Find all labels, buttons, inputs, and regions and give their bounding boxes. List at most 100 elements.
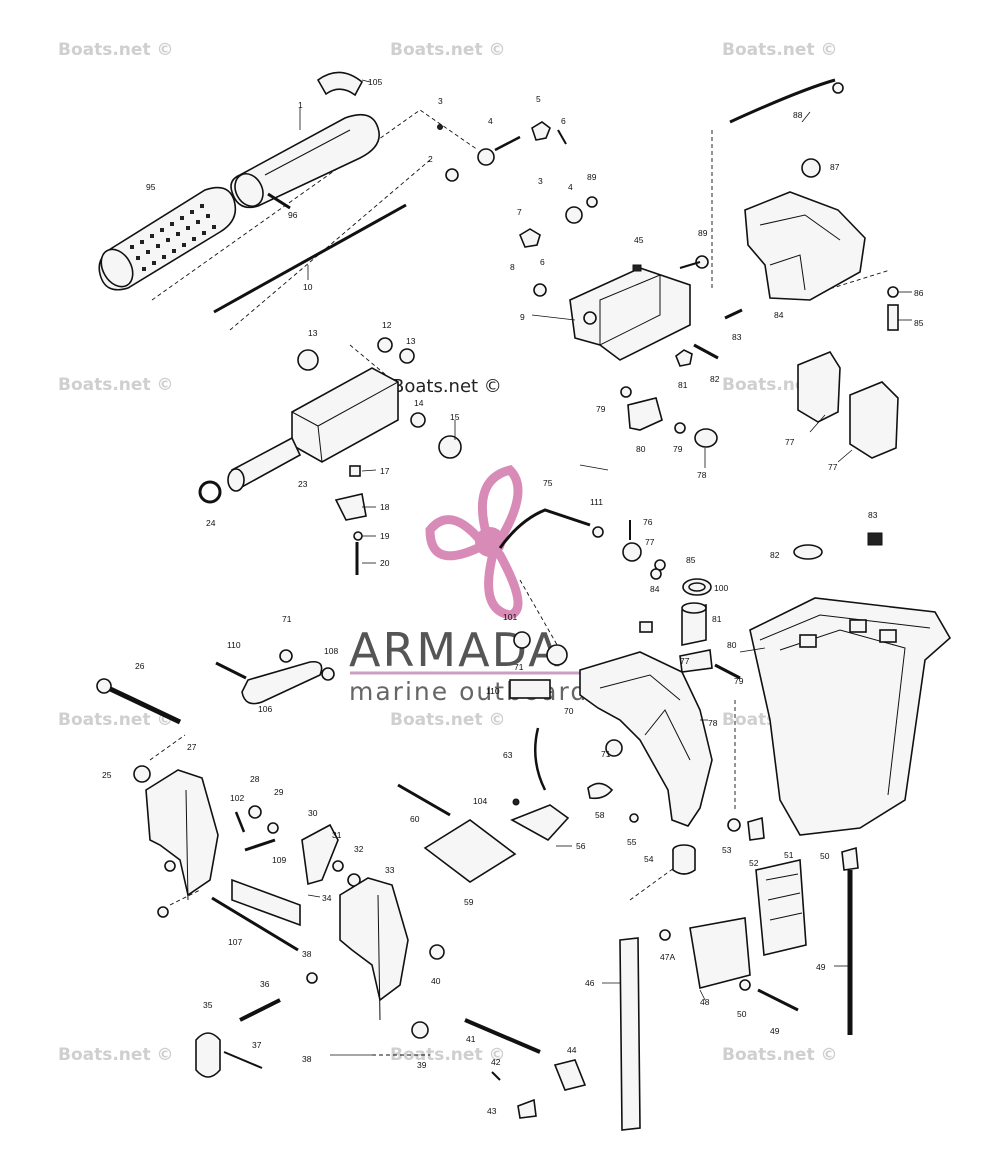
part-label: 4 bbox=[568, 182, 573, 192]
part-label: 109 bbox=[272, 855, 286, 865]
part-label: 106 bbox=[258, 704, 272, 714]
part-label: 78 bbox=[697, 470, 707, 480]
clamp-46 bbox=[689, 917, 751, 989]
part-label: 79 bbox=[673, 444, 683, 454]
part-label: 45 bbox=[634, 235, 644, 245]
part-label: 107 bbox=[228, 937, 242, 947]
part-label: 84 bbox=[774, 310, 784, 320]
leader-lines bbox=[299, 79, 912, 1056]
mount-50 bbox=[755, 859, 807, 956]
part-label: 75 bbox=[543, 478, 553, 488]
propeller-blade-icon bbox=[477, 465, 523, 545]
part-label: 13 bbox=[406, 336, 416, 346]
part-label: 31 bbox=[332, 830, 342, 840]
part-label: 96 bbox=[288, 210, 298, 220]
part-label: 70 bbox=[564, 706, 574, 716]
watermark-text: Boats.net © bbox=[390, 1045, 506, 1065]
part-label: 54 bbox=[644, 854, 654, 864]
part-label: 60 bbox=[410, 814, 420, 824]
watermark-text: Boats.net © bbox=[58, 40, 174, 60]
part-label: 25 bbox=[102, 770, 112, 780]
part-label: 23 bbox=[298, 479, 308, 489]
part-label: 18 bbox=[380, 502, 390, 512]
propeller-hub-icon bbox=[475, 527, 505, 557]
stern-bracket-75 bbox=[579, 651, 713, 827]
shift-rod-69 bbox=[498, 508, 591, 549]
swivel-bracket-group bbox=[518, 196, 719, 448]
part-label: 38 bbox=[302, 949, 312, 959]
part-label: 27 bbox=[187, 742, 197, 752]
part-label: 41 bbox=[466, 1034, 476, 1044]
part-label: 37 bbox=[252, 1040, 262, 1050]
part-label: 110 bbox=[486, 686, 500, 696]
part-label: 3 bbox=[538, 176, 543, 186]
brand-name: ARMADA bbox=[349, 623, 562, 677]
part-label: 19 bbox=[380, 531, 390, 541]
part-label: 87 bbox=[830, 162, 840, 172]
watermark-text-dark: Boats.net © bbox=[392, 376, 502, 397]
part-label: 77 bbox=[828, 462, 838, 472]
part-label: 3 bbox=[438, 96, 443, 106]
part-label: 76 bbox=[643, 517, 653, 527]
part-label: 39 bbox=[417, 1060, 427, 1070]
part-label: 100 bbox=[714, 583, 728, 593]
transom-bracket-25 bbox=[145, 769, 219, 897]
part-label: 102 bbox=[230, 793, 244, 803]
transom-bracket-group bbox=[96, 678, 587, 1119]
part-label: 44 bbox=[567, 1045, 577, 1055]
part-label: 30 bbox=[308, 808, 318, 818]
part-label: 28 bbox=[250, 774, 260, 784]
part-label: 95 bbox=[146, 182, 156, 192]
housing-90 bbox=[744, 191, 866, 301]
part-label: 71 bbox=[514, 662, 524, 672]
part-label: 1 bbox=[298, 100, 303, 110]
part-label: 77 bbox=[680, 656, 690, 666]
part-label: 63 bbox=[503, 750, 513, 760]
part-label: 12 bbox=[382, 320, 392, 330]
part-label: 51 bbox=[784, 850, 794, 860]
linkage-group bbox=[215, 508, 741, 705]
part-label: 88 bbox=[793, 110, 803, 120]
watermark-text: Boats.net © bbox=[390, 40, 506, 60]
part-label: 50 bbox=[737, 1009, 747, 1019]
part-label: 80 bbox=[636, 444, 646, 454]
part-label: 89 bbox=[587, 172, 597, 182]
part-label: 85 bbox=[686, 555, 696, 565]
part-label: 82 bbox=[770, 550, 780, 560]
part-label: 29 bbox=[274, 787, 284, 797]
part-label: 7 bbox=[517, 207, 522, 217]
watermark-text: Boats.net © bbox=[58, 375, 174, 395]
part-label: 85 bbox=[914, 318, 924, 328]
block-32 bbox=[231, 878, 301, 927]
part-label: 80 bbox=[727, 640, 737, 650]
part-label: 104 bbox=[473, 796, 487, 806]
part-label: 49 bbox=[770, 1026, 780, 1036]
exhaust-housing-group bbox=[619, 532, 952, 1131]
part-label: 33 bbox=[385, 865, 395, 875]
part-label: 78 bbox=[708, 718, 718, 728]
part-label: 47A bbox=[660, 952, 675, 962]
link-rod-94 bbox=[729, 78, 836, 124]
part-label: 4 bbox=[488, 116, 493, 126]
part-label: 52 bbox=[749, 858, 759, 868]
part-label: 48 bbox=[700, 997, 710, 1007]
part-label: 83 bbox=[868, 510, 878, 520]
part-label: 89 bbox=[698, 228, 708, 238]
part-label: 15 bbox=[450, 412, 460, 422]
part-label: 71 bbox=[601, 749, 611, 759]
stern-bracket-group bbox=[510, 651, 713, 875]
part-label: 86 bbox=[914, 288, 924, 298]
part-label: 9 bbox=[520, 312, 525, 322]
exhaust-housing-77 bbox=[749, 597, 952, 836]
watermark-text: Boats.net © bbox=[722, 1045, 838, 1065]
part-labels: 105 1 3 4 5 6 2 95 96 10 3 4 89 7 6 8 45… bbox=[102, 77, 924, 1116]
part-label: 13 bbox=[308, 328, 318, 338]
lever-103 bbox=[241, 660, 323, 705]
part-label: 5 bbox=[536, 94, 541, 104]
part-label: 83 bbox=[732, 332, 742, 342]
part-label: 105 bbox=[368, 77, 382, 87]
tube-44 bbox=[619, 937, 641, 1131]
part-label: 84 bbox=[650, 584, 660, 594]
part-label: 79 bbox=[734, 676, 744, 686]
